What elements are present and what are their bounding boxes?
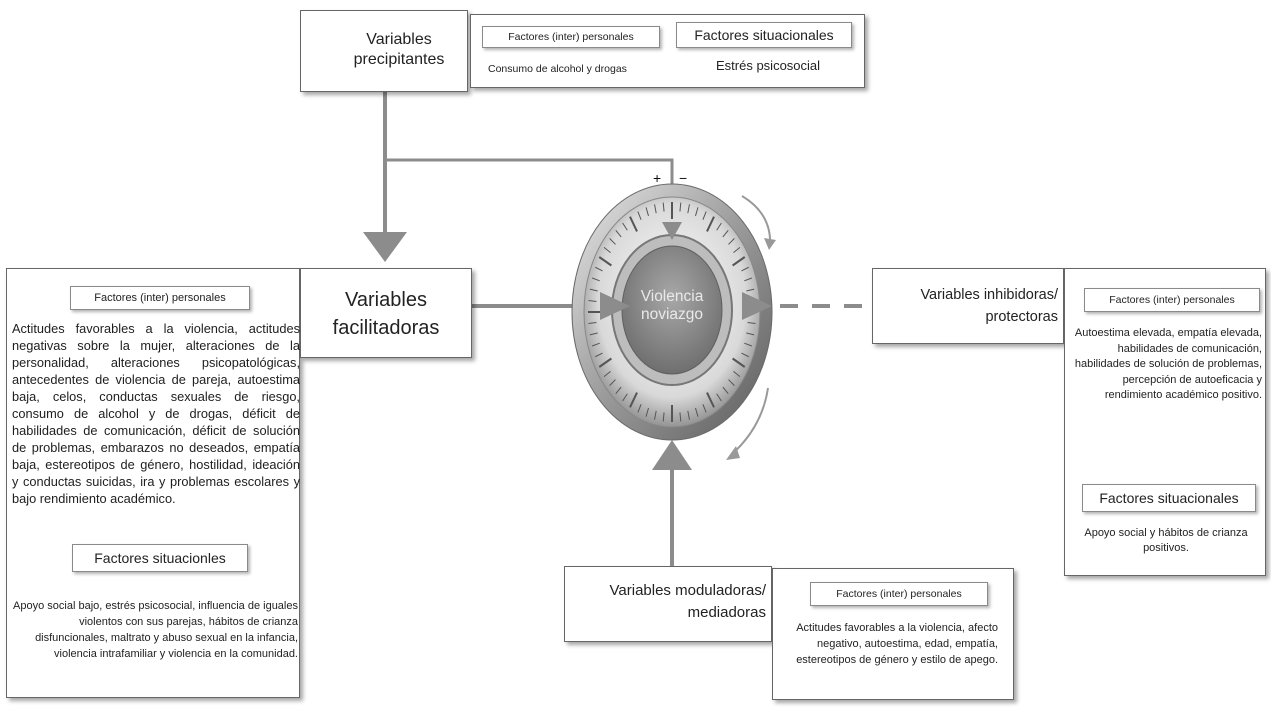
dial-tick xyxy=(695,207,699,217)
dial-tick xyxy=(622,222,628,231)
dial-tick xyxy=(603,246,611,254)
dial-tick xyxy=(609,238,616,245)
dial-tick xyxy=(687,410,690,420)
inhibidoras-situacional-tag: Factores situacionales xyxy=(1082,484,1256,512)
moduladoras-personal-tag: Factores (inter) personales xyxy=(810,582,988,606)
dial-ticks xyxy=(588,202,756,422)
curved-arrow-bottom-head xyxy=(726,446,740,460)
minus-sign: − xyxy=(679,170,688,186)
facilitadoras-situacional-text: Apoyo social bajo, estrés psicosocial, i… xyxy=(13,600,298,660)
dial-tick xyxy=(706,216,715,232)
inhibidoras-factors-box xyxy=(1064,268,1266,576)
dial-tick xyxy=(588,322,597,324)
dial-tick xyxy=(679,412,682,422)
dial-tick xyxy=(603,370,611,378)
dial-tick xyxy=(609,379,616,386)
dial-tick xyxy=(741,352,749,358)
dial-tick xyxy=(654,410,657,420)
precipitantes-arrowhead xyxy=(363,232,407,262)
dial-tick xyxy=(744,277,753,282)
dial-tick xyxy=(662,412,665,422)
dial-tick xyxy=(615,229,622,238)
top-arrowhead xyxy=(662,222,682,240)
dial-tick xyxy=(747,322,756,324)
dial-tick xyxy=(591,342,600,347)
dial-tick xyxy=(716,222,722,231)
dial-tick xyxy=(645,407,649,417)
dial-tick xyxy=(654,204,657,214)
precipitantes-situacional-tag: Factores situacionales xyxy=(676,22,852,48)
dial-tick xyxy=(746,288,755,292)
dial-tick xyxy=(722,386,729,395)
facilitadoras-title-box xyxy=(300,268,472,358)
facilitadoras-arrowhead xyxy=(600,292,630,320)
facilitadoras-situacional-tag: Factores situacionles xyxy=(72,544,248,572)
dial-tick xyxy=(733,246,741,254)
dial-tick xyxy=(728,379,735,386)
dial-tick xyxy=(732,256,746,267)
dial-tick xyxy=(746,332,755,336)
dial-tick xyxy=(733,370,741,378)
precipitantes-title: Variables precipitantes xyxy=(353,31,445,68)
facilitadoras-personal-tag: Factores (inter) personales xyxy=(70,286,250,310)
inhibidoras-personal-text: Autoestima elevada, empatía elevada, hab… xyxy=(1074,327,1262,401)
dial-tick xyxy=(645,207,649,217)
dial-tick xyxy=(629,392,638,408)
dial-tick xyxy=(637,404,642,413)
plus-sign: + xyxy=(653,170,662,186)
curved-arrow-top-head xyxy=(764,238,776,250)
dial-tick xyxy=(716,393,722,402)
dial-tick xyxy=(702,211,707,220)
inhibidoras-situacional-text: Apoyo social y hábitos de crianza positi… xyxy=(1084,527,1248,554)
inhibidoras-title: Variables inhibidoras/ protectoras xyxy=(920,287,1058,325)
inhibidoras-arrowhead xyxy=(742,292,772,320)
dial-tick xyxy=(732,357,746,368)
dial-tick xyxy=(622,393,628,402)
dial-tick xyxy=(728,238,735,245)
dial-tick xyxy=(589,288,598,292)
dial-tick xyxy=(591,277,600,282)
precipitantes-personal-tag: Factores (inter) personales xyxy=(482,26,660,48)
precipitantes-personal-text: Consumo de alcohol y drogas xyxy=(488,63,627,75)
moduladoras-title: Variables moduladoras/ mediadoras xyxy=(609,582,766,621)
dial-tick xyxy=(598,357,612,368)
dial-tick xyxy=(615,386,622,395)
dial-tick xyxy=(722,229,729,238)
dial-tick xyxy=(744,342,753,347)
dial-tick xyxy=(662,202,665,212)
dial-tick xyxy=(679,202,682,212)
dial-tick xyxy=(702,404,707,413)
dial-tick xyxy=(706,392,715,408)
facilitadoras-personal-text: Actitudes favorables a la violencia, act… xyxy=(12,321,300,506)
dial-tick xyxy=(637,211,642,220)
dial-tick xyxy=(598,256,612,267)
precipitantes-box xyxy=(300,10,468,92)
inhibidoras-personal-tag: Factores (inter) personales xyxy=(1084,288,1260,312)
dial-face xyxy=(621,245,723,375)
facilitadoras-title: Variables facilitadoras xyxy=(332,289,440,339)
precipitantes-situacional-text: Estrés psicosocial xyxy=(716,58,821,73)
dial-tick xyxy=(687,204,690,214)
dial-tick xyxy=(595,352,603,358)
moduladoras-arrowhead xyxy=(652,440,692,470)
dial-tick xyxy=(629,216,638,232)
dial-tick xyxy=(589,332,598,336)
moduladoras-title-box xyxy=(564,566,772,642)
dial-tick xyxy=(595,266,603,272)
center-label: Violencia noviazgo xyxy=(640,288,704,323)
dial-tick xyxy=(588,300,597,302)
moduladoras-personal-text: Actitudes favorables a la violencia, afe… xyxy=(796,622,998,666)
facilitadoras-text-box xyxy=(6,268,300,698)
dial-tick xyxy=(695,407,699,417)
inhibidoras-title-box xyxy=(872,268,1064,344)
dial-tick xyxy=(741,266,749,272)
